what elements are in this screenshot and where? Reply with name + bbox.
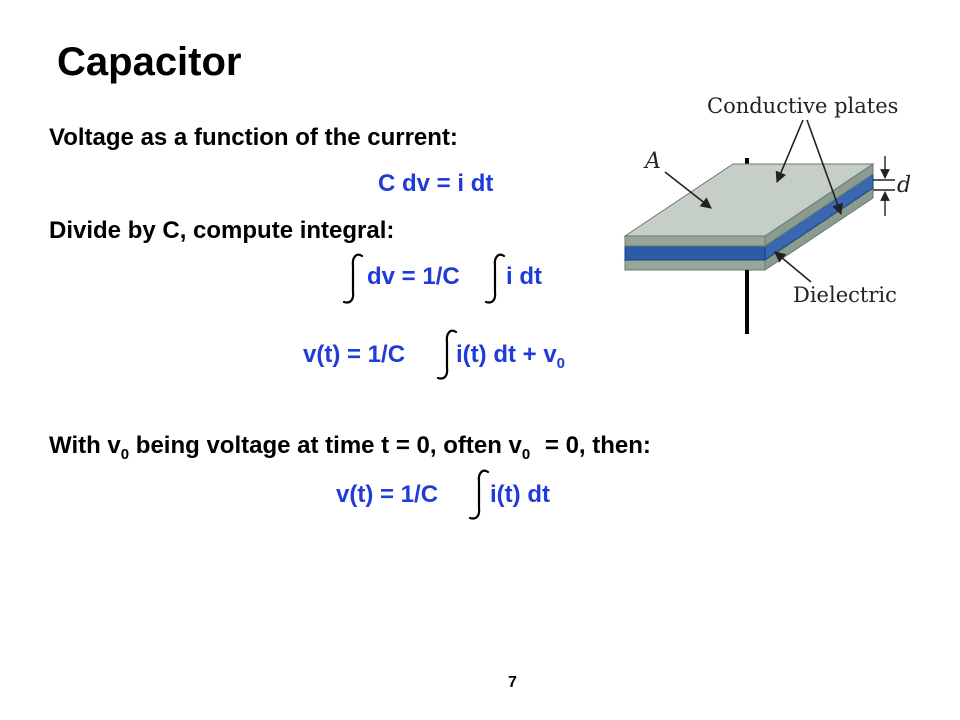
equation3-right: i(t) dt + v0 — [456, 341, 565, 372]
text-v0-definition: With v0 being voltage at time t = 0, oft… — [49, 432, 651, 463]
line3-part-b: being voltage at time t = 0, often v — [129, 432, 522, 459]
label-conductive-plates: Conductive plates — [707, 94, 898, 118]
text-divide-integral: Divide by C, compute integral: — [49, 217, 395, 244]
equation3-right-text: i(t) dt + v — [456, 341, 557, 368]
arrow-to-dielectric — [774, 251, 812, 283]
integral-sign-icon — [436, 329, 458, 380]
slide-title: Capacitor — [57, 40, 242, 84]
equation-c-dv-i-dt: C dv = i dt — [378, 170, 494, 197]
line3-subscript-1: 0 — [120, 446, 130, 463]
line3-part-c: = 0, then: — [538, 432, 651, 459]
arrow-to-top-plate — [775, 119, 804, 184]
arrow-to-bottom-plate — [806, 119, 843, 216]
text-voltage-function: Voltage as a function of the current: — [49, 124, 458, 151]
integral-sign-icon — [468, 469, 490, 520]
label-dielectric: Dielectric — [793, 283, 897, 307]
equation2-right: i dt — [506, 263, 542, 290]
integral-sign-icon — [484, 253, 506, 304]
top-plate-front — [624, 235, 766, 247]
label-distance: d — [897, 173, 911, 198]
equation4-left: v(t) = 1/C — [336, 481, 439, 508]
dielectric-front — [624, 245, 766, 261]
equation4-right: i(t) dt — [490, 481, 550, 508]
capacitor-diagram: Conductive plates A d Dielectric — [623, 94, 911, 334]
line3-subscript-2: 0 — [521, 446, 531, 463]
bottom-plate-front — [624, 259, 766, 271]
arrow-to-area — [664, 171, 712, 209]
page-number: 7 — [508, 674, 517, 691]
label-area: A — [643, 149, 661, 174]
equation3-left: v(t) = 1/C — [303, 341, 406, 368]
line3-part-a: With v — [49, 432, 121, 459]
equation2-left: dv = 1/C — [367, 263, 460, 290]
equation3-subscript: 0 — [556, 355, 566, 372]
integral-sign-icon — [342, 253, 364, 304]
top-plate-top-face — [623, 163, 875, 237]
